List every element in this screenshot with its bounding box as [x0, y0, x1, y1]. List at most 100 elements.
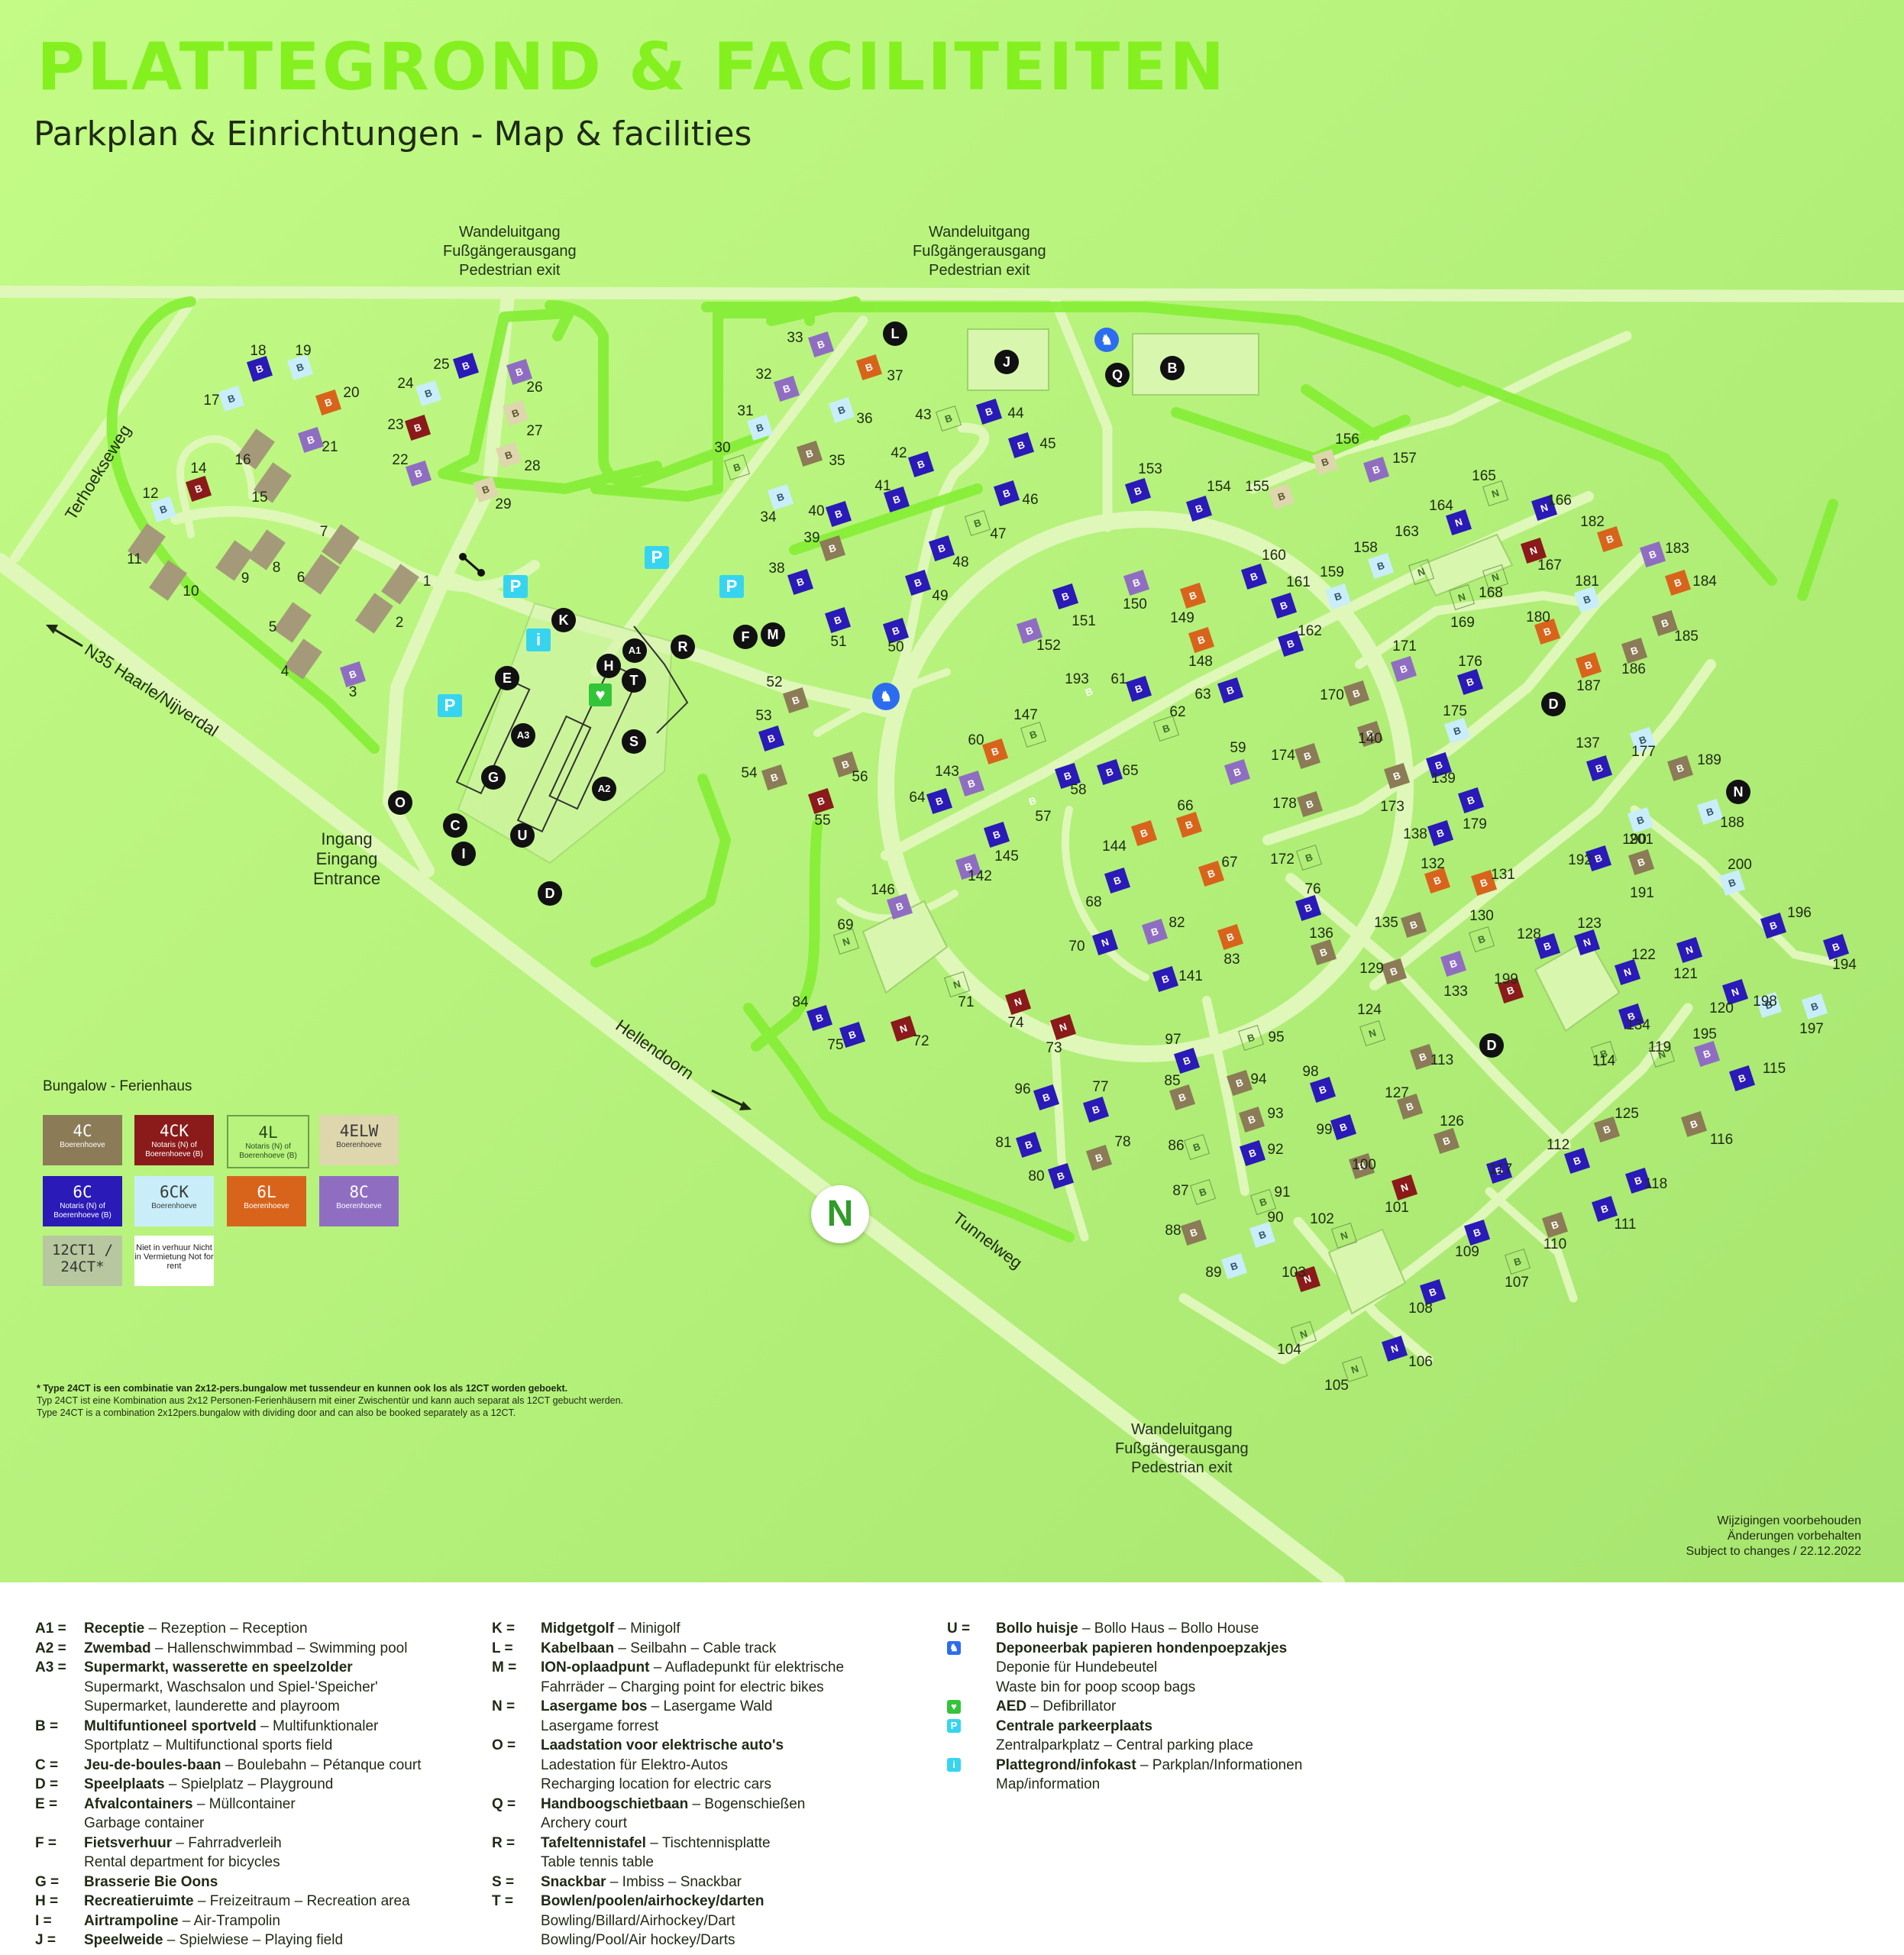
facility-d-marker[interactable]: D	[1479, 1033, 1504, 1058]
bungalow-number: 178	[1272, 796, 1297, 812]
bungalow-number: 5	[268, 619, 277, 635]
bungalow-number: 84	[792, 994, 809, 1010]
bungalow-number: 138	[1403, 826, 1427, 842]
bungalow-number: 21	[322, 439, 338, 455]
facility-j-marker[interactable]: J	[994, 350, 1019, 374]
bungalow-number: 199	[1494, 971, 1518, 987]
bungalow-number: 114	[1592, 1053, 1616, 1069]
bungalow-number: 9	[241, 570, 250, 586]
key-entry: B =Multifuntioneel sportveld – Multifunk…	[35, 1717, 379, 1754]
facility-s-marker[interactable]: S	[622, 729, 646, 754]
bungalow-number: 123	[1577, 916, 1602, 932]
bungalow-number: 194	[1832, 957, 1857, 973]
bungalow-number: 44	[1007, 406, 1024, 422]
bungalow-number: 57	[1035, 809, 1052, 825]
key-entry: C =Jeu-de-boules-baan – Boulebahn – Péta…	[35, 1756, 422, 1773]
bungalow-number: 11	[127, 551, 142, 567]
bungalow-number: 115	[1762, 1061, 1786, 1077]
facility-g-marker[interactable]: G	[481, 765, 506, 790]
facility-c-marker[interactable]: C	[443, 813, 467, 838]
bungalow-number: 89	[1205, 1265, 1222, 1281]
bungalow-number: 175	[1443, 703, 1467, 719]
facility-f-marker[interactable]: F	[733, 625, 758, 649]
facility-u-marker[interactable]: U	[510, 823, 535, 848]
bungalow-number: 150	[1123, 596, 1147, 612]
bungalow-number: 151	[1072, 613, 1096, 629]
facility-m-marker[interactable]: M	[761, 622, 785, 647]
bungalow-number: 39	[803, 530, 820, 546]
facility-a1-marker[interactable]: A1	[622, 638, 647, 663]
bungalow-number: 172	[1270, 851, 1295, 868]
facilities-key-column-3: U =Bollo huisje – Bollo Haus – Bollo Hou…	[947, 1619, 1302, 1795]
bungalow-number: 108	[1408, 1301, 1433, 1317]
facility-n-marker[interactable]: N	[1726, 780, 1750, 804]
bungalow-number: 136	[1309, 926, 1333, 942]
bungalow-number: 30	[714, 440, 731, 456]
parking-sign: P	[719, 575, 744, 598]
bungalow-number: 6	[296, 570, 305, 586]
bungalow-number: 77	[1092, 1079, 1109, 1095]
bungalow-number: 25	[433, 357, 450, 373]
bungalow-number: 42	[891, 445, 907, 461]
bungalow-number: 152	[1036, 638, 1061, 654]
facility-b-marker[interactable]: B	[1160, 356, 1185, 380]
bungalow-number: 179	[1463, 816, 1487, 832]
bungalow-number: 56	[852, 769, 868, 785]
bungalow-number: 158	[1353, 540, 1378, 556]
bungalow-number: 40	[808, 503, 825, 519]
bungalow-number: 67	[1221, 855, 1238, 871]
bungalow-number: 162	[1298, 623, 1322, 639]
legend-item: Niet in verhuur Nicht in Vermietung Not …	[134, 1236, 214, 1286]
bungalow-number: 144	[1102, 839, 1127, 855]
bungalow-number: 141	[1178, 968, 1203, 984]
facility-i-marker[interactable]: I	[451, 842, 476, 866]
parking-sign: P	[645, 546, 669, 569]
facility-o-marker[interactable]: O	[388, 790, 412, 815]
key-entry: S =Snackbar – Imbiss – Snackbar	[492, 1873, 742, 1890]
facility-d-marker[interactable]: D	[538, 881, 562, 906]
bungalow-number: 91	[1274, 1184, 1291, 1200]
facility-r-marker[interactable]: R	[671, 635, 695, 659]
bungalow-number: 105	[1324, 1378, 1349, 1394]
facility-a3-marker[interactable]: A3	[511, 723, 535, 748]
bungalow-number: 112	[1546, 1137, 1570, 1153]
bungalow-number: 1	[422, 574, 432, 590]
facility-t-marker[interactable]: T	[622, 668, 646, 693]
page-title: PLATTEGROND & FACILITEITEN	[37, 29, 1227, 105]
facility-k-marker[interactable]: K	[551, 608, 576, 632]
bungalow-number: 58	[1070, 782, 1087, 798]
bungalow-number: 137	[1576, 735, 1600, 751]
bungalow-number: 17	[203, 393, 220, 409]
facility-l-marker[interactable]: L	[883, 322, 907, 346]
facility-d-marker[interactable]: D	[1541, 692, 1566, 716]
key-entry: A1 =Receptie – Rezeption – Reception	[35, 1621, 308, 1637]
bungalow-number: 104	[1277, 1342, 1301, 1358]
bungalow-number: 103	[1282, 1265, 1306, 1281]
bungalow-number: 198	[1753, 994, 1777, 1010]
bungalow-number: 193	[1065, 671, 1089, 687]
bungalow-number: 20	[343, 385, 360, 401]
bungalow-number: 177	[1631, 744, 1656, 760]
bungalow-number: 113	[1430, 1052, 1454, 1068]
facility-q-marker[interactable]: Q	[1105, 363, 1130, 387]
bungalow-number: 16	[234, 452, 251, 468]
bungalow-number: 98	[1302, 1064, 1319, 1080]
bungalow-number: 100	[1352, 1157, 1376, 1173]
bungalow-number: 90	[1267, 1210, 1284, 1226]
bungalow-number: 196	[1787, 905, 1812, 921]
key-entry: K =Midgetgolf – Minigolf	[492, 1621, 680, 1637]
facility-e-marker[interactable]: E	[495, 666, 519, 690]
bungalow-number: 81	[995, 1135, 1012, 1151]
bungalow-number: 55	[814, 813, 831, 829]
bungalow-number: 47	[990, 526, 1007, 542]
facility-a2-marker[interactable]: A2	[592, 777, 616, 801]
bungalow-number: 34	[760, 509, 777, 525]
facility-h-marker[interactable]: H	[596, 654, 621, 678]
